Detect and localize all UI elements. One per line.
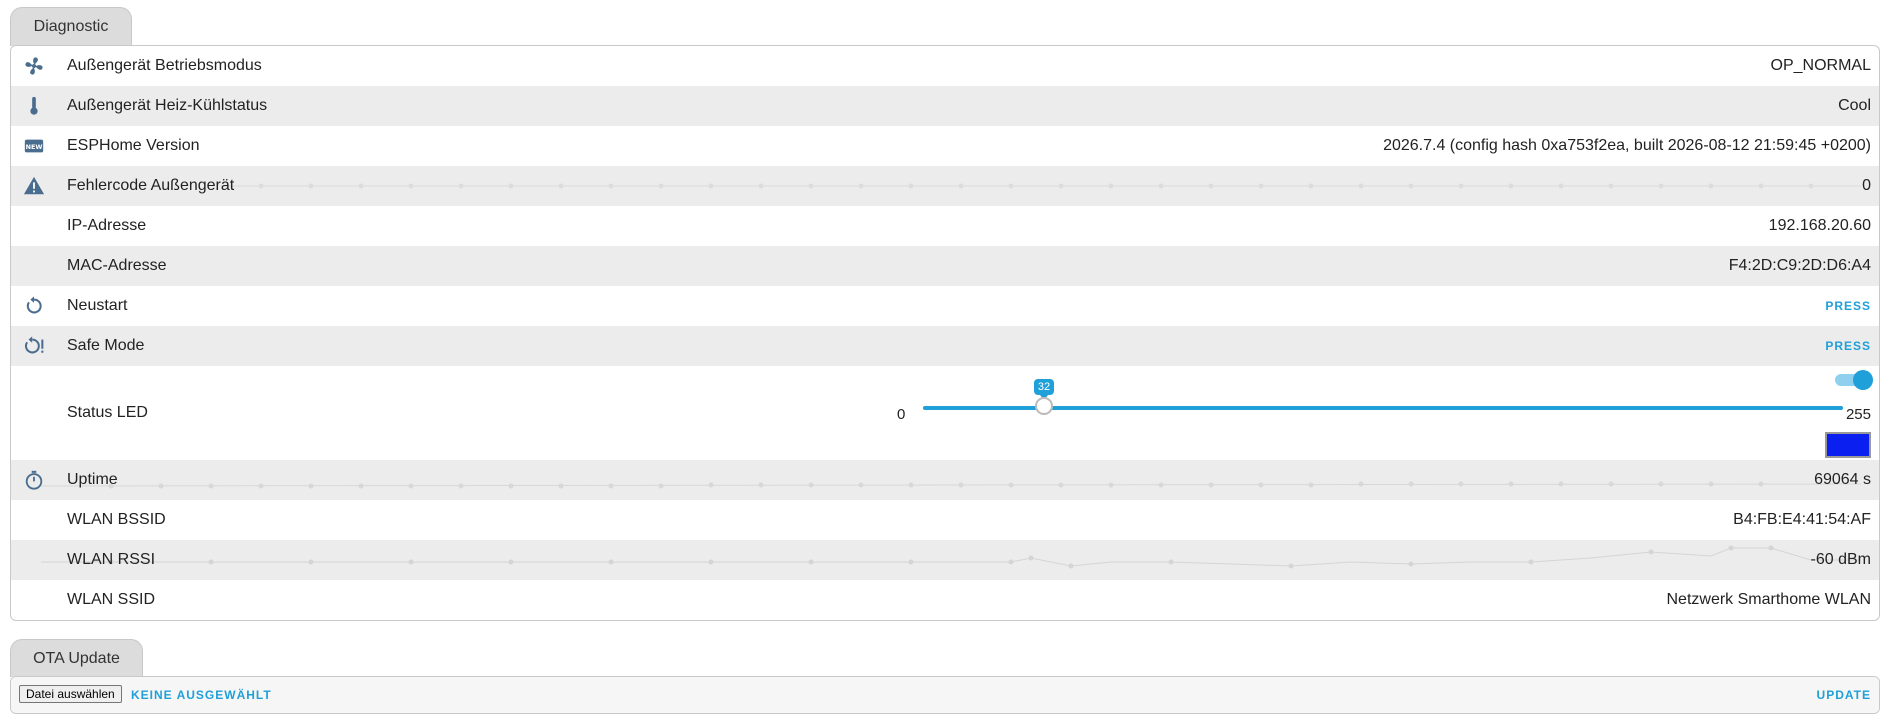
row-label: Neustart [67, 297, 128, 314]
slider-max-label: 255 [1845, 406, 1871, 423]
ota-row: Datei auswählen KEINE AUSGEWÄHLT UPDATE [11, 677, 1879, 713]
status-led-toggle[interactable] [1835, 370, 1873, 390]
fan-icon [21, 53, 47, 79]
row-status-led: Status LED 0 32 255 [11, 366, 1879, 460]
slider-min-label: 0 [897, 406, 906, 423]
row-value: Cool [1838, 97, 1871, 114]
row-heat-cool-status: Außengerät Heiz-Kühlstatus Cool [11, 86, 1879, 126]
sparkline [40, 481, 1862, 489]
row-value: 0 [1862, 177, 1871, 194]
sparkline [221, 183, 1861, 189]
row-safe-mode: Safe Mode PRESS [11, 326, 1879, 366]
slider-value: 32 [1037, 381, 1051, 393]
restart-icon [21, 293, 47, 319]
row-value: 192.168.20.60 [1768, 217, 1871, 234]
brightness-slider-thumb[interactable] [1035, 397, 1053, 415]
row-esphome-version: NEW ESPHome Version 2026.7.4 (config has… [11, 126, 1879, 166]
row-label: Fehlercode Außengerät [67, 177, 235, 194]
tab-ota-label: OTA Update [33, 649, 120, 667]
row-label: IP-Adresse [67, 217, 147, 234]
diagnostic-panel: Außengerät Betriebsmodus OP_NORMAL Außen… [10, 45, 1880, 621]
new-box-icon: NEW [21, 133, 47, 159]
row-uptime: Uptime 69064 s [11, 460, 1879, 500]
row-label: Außengerät Heiz-Kühlstatus [67, 97, 268, 114]
update-button[interactable]: UPDATE [1816, 688, 1871, 702]
row-value: Netzwerk Smarthome WLAN [1666, 591, 1872, 608]
row-value: OP_NORMAL [1770, 57, 1871, 74]
tab-ota-update[interactable]: OTA Update [10, 639, 143, 677]
led-color-picker[interactable] [1825, 432, 1871, 458]
row-label: ESPHome Version [67, 137, 200, 154]
row-ip-address: IP-Adresse 192.168.20.60 [11, 206, 1879, 246]
row-operating-mode: Außengerät Betriebsmodus OP_NORMAL [11, 46, 1879, 86]
no-file-selected-label: KEINE AUSGEWÄHLT [131, 688, 272, 702]
tab-diagnostic-label: Diagnostic [33, 18, 109, 35]
restart-alert-icon [21, 333, 47, 359]
safe-mode-press-button[interactable]: PRESS [1825, 339, 1871, 353]
row-wlan-bssid: WLAN BSSID B4:FB:E4:41:54:AF [11, 500, 1879, 540]
choose-file-button[interactable]: Datei auswählen [19, 685, 122, 703]
row-wlan-rssi: WLAN RSSI -60 dBm [11, 540, 1879, 580]
row-label: Außengerät Betriebsmodus [67, 57, 262, 74]
row-wlan-ssid: WLAN SSID Netzwerk Smarthome WLAN [11, 580, 1879, 620]
row-label: Status LED [67, 404, 148, 421]
row-value: F4:2D:C9:2D:D6:A4 [1728, 257, 1871, 274]
row-value: 2026.7.4 (config hash 0xa753f2ea, built … [1383, 137, 1871, 154]
row-mac-address: MAC-Adresse F4:2D:C9:2D:D6:A4 [11, 246, 1879, 286]
slider-value-bubble: 32 [1034, 379, 1054, 400]
row-label: MAC-Adresse [67, 257, 167, 274]
toggle-knob [1853, 370, 1873, 390]
svg-text:NEW: NEW [26, 143, 43, 151]
row-label: Safe Mode [67, 337, 145, 354]
row-value: 69064 s [1814, 471, 1871, 488]
row-label: WLAN SSID [67, 591, 156, 608]
sparkline [41, 545, 1861, 569]
row-restart: Neustart PRESS [11, 286, 1879, 326]
thermometer-icon [21, 93, 47, 119]
row-value: -60 dBm [1810, 551, 1871, 568]
brightness-slider-track[interactable] [923, 406, 1843, 410]
row-label: WLAN RSSI [67, 551, 156, 568]
row-label: Uptime [67, 471, 118, 488]
row-label: WLAN BSSID [67, 511, 166, 528]
alert-icon [21, 173, 47, 199]
tab-diagnostic[interactable]: Diagnostic [10, 7, 132, 46]
timer-icon [21, 467, 47, 493]
row-value: B4:FB:E4:41:54:AF [1733, 511, 1871, 528]
restart-press-button[interactable]: PRESS [1825, 299, 1871, 313]
row-error-code: Fehlercode Außengerät 0 [11, 166, 1879, 206]
ota-panel: Datei auswählen KEINE AUSGEWÄHLT UPDATE [10, 676, 1880, 714]
